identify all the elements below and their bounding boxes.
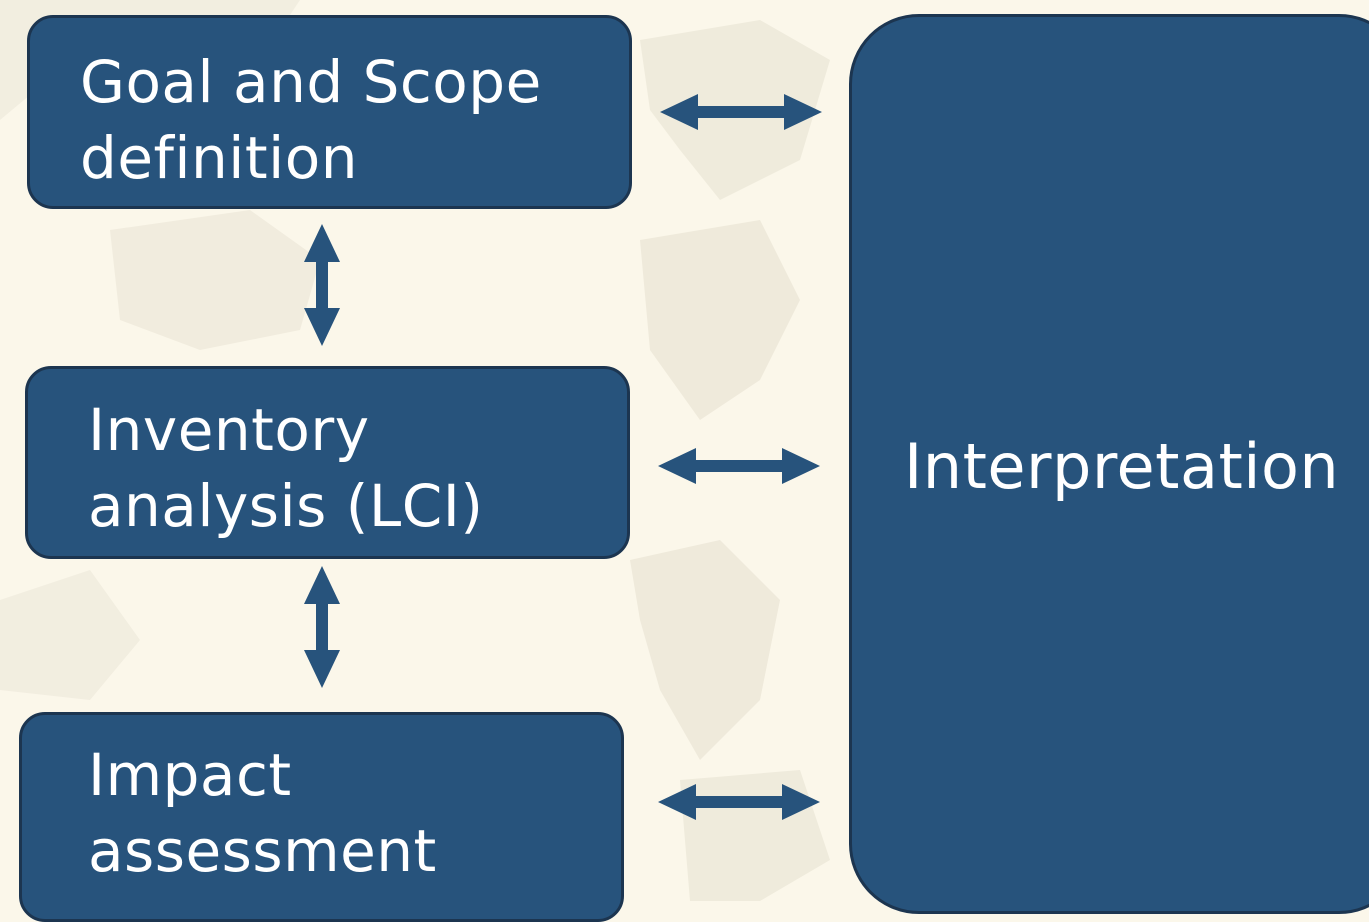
inventory-analysis-box: Inventory analysis (LCI) — [25, 366, 630, 559]
inventory-analysis-label: Inventory analysis (LCI) — [88, 392, 483, 544]
goal-scope-box: Goal and Scope definition — [27, 15, 632, 209]
impact-assessment-box: Impact assessment — [19, 712, 624, 922]
inventory-line-2: analysis (LCI) — [88, 472, 484, 540]
double-arrow-horizontal-icon — [658, 448, 820, 484]
interpretation-label: Interpretation — [904, 430, 1340, 503]
impact-line-1: Impact — [88, 741, 292, 809]
double-arrow-vertical-icon — [304, 566, 340, 688]
double-arrow-horizontal-icon — [658, 784, 820, 820]
inventory-line-1: Inventory — [88, 396, 370, 464]
interpretation-box: Interpretation — [849, 14, 1369, 914]
goal-scope-line-2: definition — [80, 124, 359, 192]
goal-scope-line-1: Goal and Scope — [80, 48, 542, 116]
impact-line-2: assessment — [88, 817, 437, 885]
goal-scope-label: Goal and Scope definition — [80, 44, 542, 196]
double-arrow-horizontal-icon — [660, 94, 822, 130]
double-arrow-vertical-icon — [304, 224, 340, 346]
impact-assessment-label: Impact assessment — [88, 737, 437, 889]
